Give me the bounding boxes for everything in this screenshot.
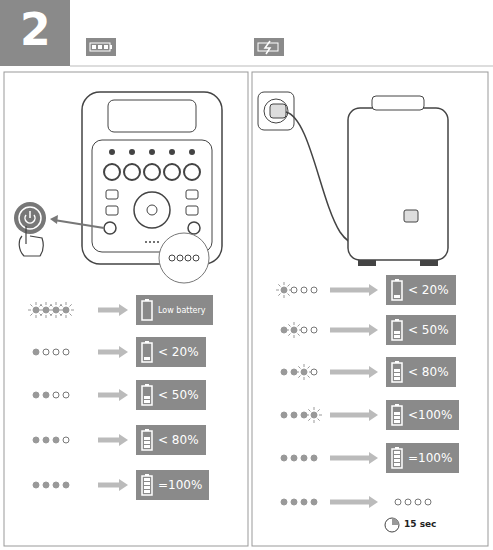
level-text: < 80% — [408, 365, 449, 379]
hand — [19, 226, 43, 256]
battery-symbol — [391, 404, 403, 426]
battery-level-box: <100% — [386, 400, 459, 430]
led-indicator — [28, 302, 74, 318]
charge-icon — [254, 38, 284, 56]
led-indicator — [33, 482, 69, 488]
arrow — [330, 284, 378, 296]
arrow — [98, 434, 128, 446]
header-line — [70, 66, 493, 67]
led-indicator — [33, 437, 69, 443]
battery-level-box: =100% — [136, 470, 209, 500]
wall-outlet — [258, 92, 294, 130]
led-indicator — [281, 499, 317, 505]
time-label: 15 sec — [404, 519, 436, 529]
level-text: < 80% — [158, 433, 199, 447]
panel — [252, 72, 488, 546]
battery-level-box: =100% — [386, 443, 459, 473]
battery-symbol — [391, 319, 403, 341]
arrow — [98, 346, 128, 358]
battery-symbol — [141, 299, 153, 321]
battery-level-box: < 80% — [136, 425, 206, 455]
battery-level-box: < 50% — [386, 315, 456, 345]
led-callout — [159, 233, 209, 283]
arrow — [330, 496, 378, 508]
led-indicator — [33, 392, 69, 398]
arrow — [330, 324, 378, 336]
arrow — [330, 452, 378, 464]
led-indicator — [395, 499, 431, 505]
led-indicator — [276, 282, 317, 298]
led-indicator — [281, 364, 317, 380]
led-indicator — [281, 322, 317, 338]
step-tab — [0, 0, 70, 66]
arrow — [330, 409, 378, 421]
battery-level-box: Low battery — [136, 295, 213, 325]
speaker-side — [348, 96, 448, 266]
level-text: < 50% — [408, 323, 449, 337]
battery-symbol — [391, 361, 403, 383]
arrow — [98, 389, 128, 401]
level-text: =100% — [158, 478, 202, 492]
level-text: <100% — [408, 408, 452, 422]
level-text: < 20% — [158, 345, 199, 359]
power-button — [14, 202, 46, 234]
panel — [4, 72, 248, 546]
led-indicator — [281, 407, 322, 423]
battery-level-box: < 20% — [386, 275, 456, 305]
level-text: < 20% — [408, 283, 449, 297]
battery-symbol — [141, 341, 153, 363]
battery-icon — [86, 38, 116, 56]
arrow — [98, 304, 128, 316]
battery-level-box: < 20% — [136, 337, 206, 367]
arrow — [98, 479, 128, 491]
step-number: 2 — [20, 4, 51, 55]
level-text: < 50% — [158, 388, 199, 402]
led-indicator — [33, 349, 69, 355]
battery-symbol — [141, 384, 153, 406]
battery-level-box: < 50% — [136, 380, 206, 410]
level-text: Low battery — [158, 306, 206, 315]
battery-symbol — [141, 429, 153, 451]
battery-symbol — [391, 279, 403, 301]
battery-symbol — [141, 474, 153, 496]
level-text: =100% — [408, 451, 452, 465]
arrow — [330, 366, 378, 378]
led-indicator — [281, 455, 317, 461]
battery-symbol — [391, 447, 403, 469]
battery-level-box: < 80% — [386, 357, 456, 387]
timer-icon — [385, 518, 399, 532]
